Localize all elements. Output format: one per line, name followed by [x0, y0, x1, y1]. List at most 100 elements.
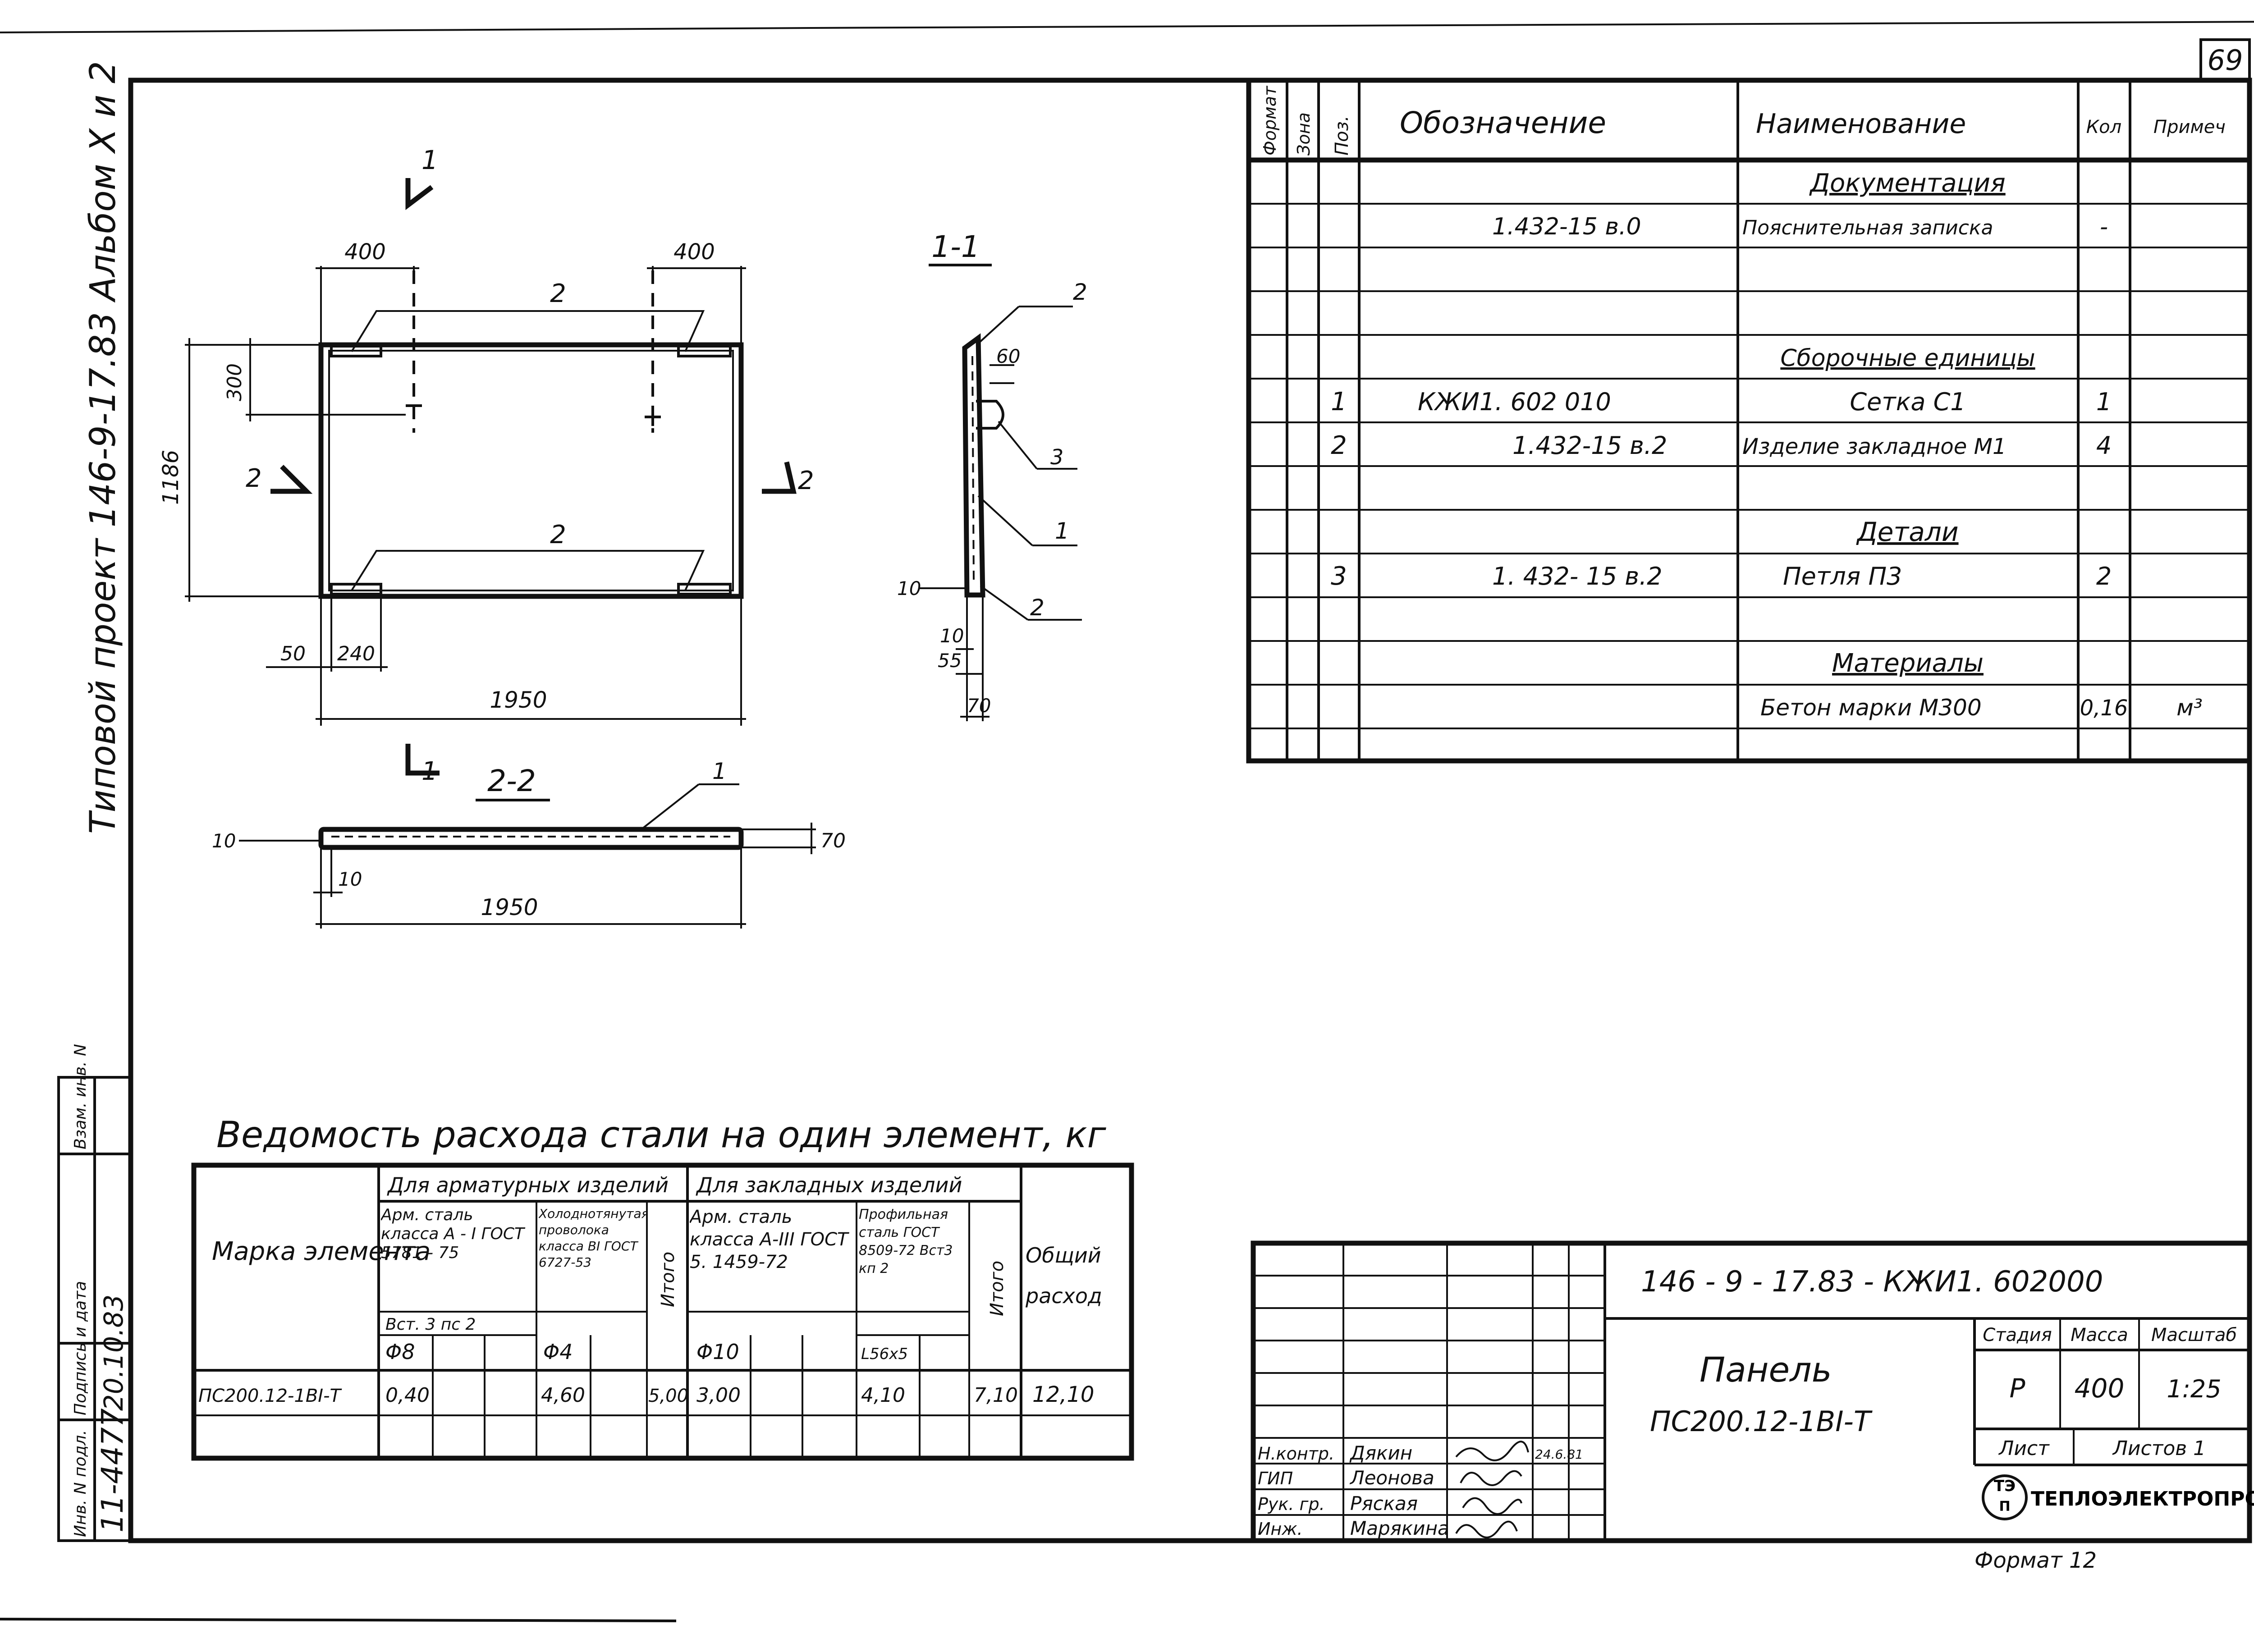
- svg-text:ТЭ: ТЭ: [1994, 1477, 2016, 1495]
- section-1-1-title: 1-1: [931, 229, 980, 264]
- callout-2-s1: 2: [1073, 279, 1087, 305]
- dim-1186: 1186: [158, 450, 183, 505]
- sheet-label: Лист: [1998, 1437, 2050, 1460]
- spec-name: Петля П3: [1783, 562, 1902, 590]
- sheets-label: Листов 1: [2112, 1437, 2206, 1460]
- diam-phi8: Φ8: [385, 1340, 415, 1364]
- group-embedded: Для закладных изделий: [696, 1173, 962, 1197]
- spec-qty: 0,16: [2080, 696, 2128, 721]
- dim-240: 240: [337, 642, 375, 665]
- spec-name: Детали: [1855, 517, 1958, 547]
- hdr-qty: Кол: [2086, 117, 2121, 137]
- spec-pos: 1: [1331, 387, 1347, 416]
- spec-row: Документация: [1809, 169, 2005, 198]
- spec-name: Сборочные единицы: [1780, 345, 2035, 372]
- embedded-item: [330, 583, 382, 595]
- dim-400-left: 400: [344, 239, 386, 265]
- spec-qty: 4: [2096, 431, 2112, 460]
- g1-total: Итого: [658, 1252, 678, 1307]
- spec-designation: 1. 432- 15 в.2: [1492, 562, 1663, 590]
- g2a-header: Арм. сталь класса А-III ГОСТ 5. 1459-72: [690, 1207, 848, 1272]
- g1b-header-box: Холоднотянутая проволока класса ВI ГОСТ …: [539, 1206, 646, 1270]
- dim-1950-s2: 1950: [481, 894, 538, 920]
- sheet-number: 69: [2208, 44, 2243, 77]
- signatory-name: Ряская: [1350, 1492, 1418, 1515]
- spec-name: Пояснительная записка: [1742, 216, 1993, 239]
- spec-pos: 2: [1331, 431, 1347, 460]
- hdr-pos: Поз.: [1332, 115, 1352, 156]
- hdr-format: Формат: [1260, 85, 1280, 156]
- spec-qty: 1: [2096, 388, 2112, 416]
- signatory-row: Рук. гр. Ряская: [1258, 1492, 1522, 1515]
- format-note: Формат 12: [1975, 1548, 2097, 1573]
- section-2-2: 2-2 1 10 70 10 1950: [212, 758, 846, 929]
- section-1-1: 1-1 2 3 1 2 60 10 10 55 70: [897, 229, 1087, 721]
- spec-name: Материалы: [1832, 649, 1984, 678]
- col-mark: Марка элемента: [212, 1237, 431, 1266]
- dim-10b: 10: [940, 625, 964, 647]
- spec-row: Бетон марки М300 0,16 м³: [1760, 695, 2203, 721]
- g2b-header-box: Профильная сталь ГОСТ 8509-72 Вст3 кп 2: [859, 1207, 953, 1277]
- company-logo: ТЭ П: [1982, 1474, 2028, 1520]
- dim-10-bottom: 10: [338, 868, 362, 890]
- company-name: ТЕПЛОЭЛЕКТРОПРОЕКТ: [2031, 1487, 2254, 1510]
- mass-value: 400: [2075, 1373, 2125, 1404]
- replace-label: Взам. инв. N: [71, 1044, 90, 1149]
- title-line-1: Панель: [1700, 1350, 1832, 1390]
- dim-50: 50: [280, 642, 306, 665]
- steel-title: Ведомость расхода стали на один элемент,…: [216, 1114, 1106, 1156]
- spec-name: Документация: [1809, 169, 2005, 198]
- row-mark: ПС200.12-1ВI-Т: [198, 1386, 343, 1406]
- spec-designation: КЖИ1. 602 010: [1418, 388, 1611, 416]
- spec-row: Детали: [1855, 517, 1958, 547]
- stage-label: Стадия: [1983, 1325, 2052, 1345]
- row-v2: 4,60: [541, 1384, 585, 1407]
- spec-row: Сборочные единицы: [1780, 345, 2035, 372]
- row-total: 12,10: [1032, 1382, 1094, 1407]
- signatory-date: 24.6.81: [1535, 1447, 1583, 1462]
- signatory-name: Дякин: [1349, 1442, 1412, 1464]
- scan-edge-top: [0, 27, 812, 33]
- spec-row: 1.432-15 в.0 Пояснительная записка -: [1492, 213, 2108, 240]
- signatory-role: Рук. гр.: [1258, 1494, 1325, 1514]
- diam-phi4: Φ4: [543, 1340, 573, 1364]
- steel-row: ПС200.12-1ВI-Т 0,40 4,60 5,00 3,00 4,10 …: [198, 1382, 1094, 1407]
- signatory-role: ГИП: [1258, 1469, 1293, 1488]
- mass-label: Масса: [2071, 1325, 2128, 1345]
- dim-10a: 10: [897, 577, 921, 599]
- signatory-row: Н.контр. Дякин 24.6.81: [1258, 1441, 1583, 1464]
- sign-label: Подпись и дата: [71, 1281, 90, 1415]
- callout-2-bottom: 2: [550, 520, 566, 549]
- signature: [1462, 1497, 1522, 1515]
- dim-1950: 1950: [490, 687, 547, 713]
- general-header: Общий расход: [1026, 1243, 1102, 1308]
- spec-name: Сетка С1: [1850, 388, 1965, 416]
- callout-3-s1: 3: [1050, 445, 1063, 469]
- g2a-header-box: Арм. сталь класса А-III ГОСТ 5. 1459-72: [690, 1207, 848, 1272]
- inv-number: 11-4477: [95, 1408, 130, 1533]
- doc-code: 146 - 9 - 17.83 - КЖИ1. 602000: [1641, 1265, 2103, 1299]
- row-t1: 5,00: [648, 1386, 688, 1406]
- embedded-item: [677, 345, 732, 357]
- section-mark-left: 2: [246, 464, 262, 493]
- plan-view: 2 2 1 1 2 2 400 400 1186 300 5: [158, 145, 814, 786]
- g1a-header: Арм. сталь класса А - I ГОСТ 5781 - 75: [381, 1206, 524, 1262]
- spec-row-lines: [1249, 203, 2249, 729]
- section-mark-right: 2: [798, 466, 814, 495]
- spec-pos: 3: [1331, 562, 1347, 591]
- g1a-sub: Вст. 3 пс 2: [385, 1315, 476, 1334]
- g1a-header-box: Арм. сталь класса А - I ГОСТ 5781 - 75: [381, 1206, 524, 1262]
- signature: [1460, 1470, 1522, 1486]
- scan-edge-bottom: [0, 1618, 677, 1622]
- panel-outline: [318, 342, 744, 599]
- general-header-box: Общий расход: [1026, 1243, 1102, 1308]
- scale-label: Масштаб: [2151, 1325, 2237, 1345]
- spec-row: 1 КЖИ1. 602 010 Сетка С1 1: [1331, 387, 2112, 416]
- inv-label: Инв. N подл.: [71, 1430, 90, 1537]
- hdr-name: Наименование: [1756, 108, 1966, 140]
- spec-note: м³: [2176, 695, 2203, 721]
- spec-qty: -: [2100, 214, 2108, 240]
- signatory-role: Инж.: [1258, 1519, 1303, 1539]
- callout-2b-s1: 2: [1030, 595, 1045, 621]
